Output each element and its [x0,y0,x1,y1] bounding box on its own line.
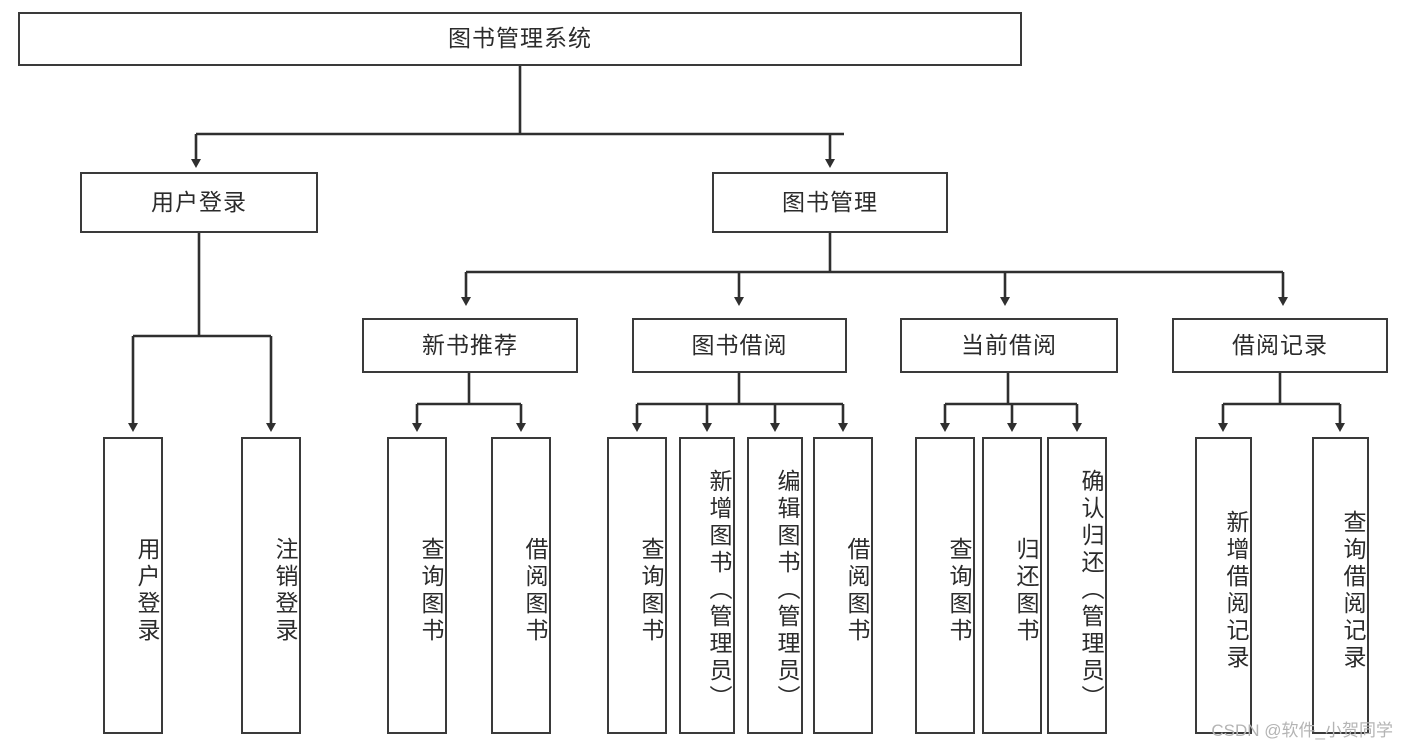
node-label: 图书管理 [782,188,878,215]
node-label: 用户登录 [151,188,247,215]
leaf-book-borrow-add-book-admin[interactable]: 新增图书（管理员） [679,437,735,734]
node-borrow-record[interactable]: 借阅记录 [1172,318,1388,373]
leaf-book-borrow-borrow-book[interactable]: 借阅图书 [813,437,873,734]
node-label: 新增借阅记录 [1223,509,1249,672]
node-new-book-recommend[interactable]: 新书推荐 [362,318,578,373]
leaf-current-borrow-query-book[interactable]: 查询图书 [915,437,975,734]
leaf-current-borrow-confirm-return-admin[interactable]: 确认归还（管理员） [1047,437,1107,734]
leaf-borrow-record-add-record[interactable]: 新增借阅记录 [1195,437,1252,734]
leaf-new-book-query-book[interactable]: 查询图书 [387,437,447,734]
node-label: 图书管理系统 [448,25,592,52]
node-label: 查询图书 [638,536,664,645]
node-book-borrow[interactable]: 图书借阅 [632,318,847,373]
leaf-current-borrow-return-book[interactable]: 归还图书 [982,437,1042,734]
node-label: 查询图书 [418,536,444,645]
node-label: 查询借阅记录 [1340,509,1366,672]
node-label: 新书推荐 [422,331,518,358]
node-label: 归还图书 [1013,536,1039,645]
node-label: 新增图书（管理员） [706,469,732,712]
node-book-management[interactable]: 图书管理 [712,172,948,233]
node-label: 当前借阅 [961,331,1057,358]
leaf-book-borrow-query-book[interactable]: 查询图书 [607,437,667,734]
leaf-new-book-borrow-book[interactable]: 借阅图书 [491,437,551,734]
node-label: 借阅图书 [844,536,870,645]
leaf-user-login-login[interactable]: 用户登录 [103,437,163,734]
leaf-borrow-record-query-record[interactable]: 查询借阅记录 [1312,437,1369,734]
node-label: 用户登录 [134,536,160,645]
watermark: CSDN @软件_小贺同学 [1211,721,1393,740]
leaf-book-borrow-edit-book-admin[interactable]: 编辑图书（管理员） [747,437,803,734]
leaf-user-login-logout[interactable]: 注销登录 [241,437,301,734]
node-label: 查询图书 [946,536,972,645]
node-user-login[interactable]: 用户登录 [80,172,318,233]
node-root-book-management-system[interactable]: 图书管理系统 [18,12,1022,66]
node-label: 编辑图书（管理员） [774,469,800,712]
node-label: 注销登录 [272,536,298,645]
node-label: 图书借阅 [691,331,788,358]
node-label: 借阅记录 [1232,331,1328,358]
node-label: 借阅图书 [522,536,548,645]
node-current-borrow[interactable]: 当前借阅 [900,318,1118,373]
node-label: 确认归还（管理员） [1078,469,1104,712]
